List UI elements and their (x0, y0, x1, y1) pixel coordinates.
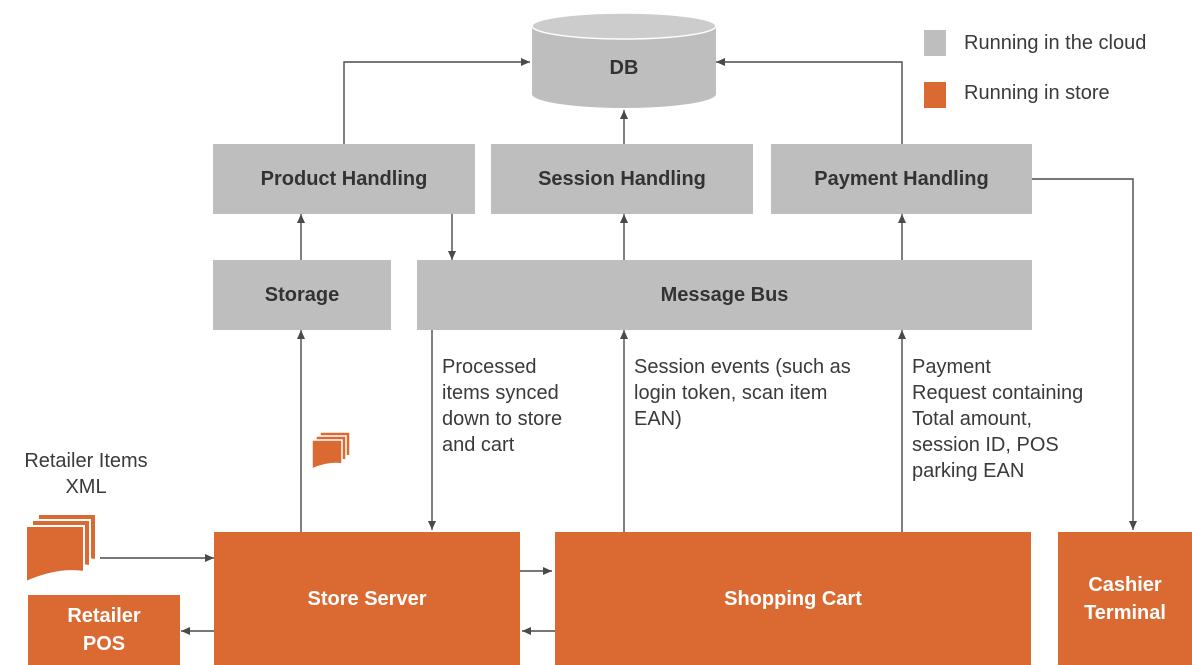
legend-cloud-swatch (924, 30, 946, 56)
payment-request-note: Payment Request containing Total amount,… (912, 356, 1084, 482)
legend-cloud-label: Running in the cloud (964, 32, 1147, 54)
cashier-terminal-box: Cashier Terminal (1058, 532, 1192, 665)
db-cylinder (532, 12, 716, 108)
storage-box: Storage (213, 260, 391, 330)
retailer-pos-box: Retailer POS (28, 595, 180, 665)
xml-document-stack-icon (25, 513, 97, 584)
db-label: DB (609, 56, 639, 79)
shopping-cart-box: Shopping Cart (555, 532, 1031, 665)
legend-store-label: Running in store (964, 82, 1110, 104)
payment-handling-box: Payment Handling (771, 144, 1032, 214)
session-events-note: Session events (such as login token, sca… (634, 356, 851, 430)
processed-items-note: Processed items synced down to store and… (442, 356, 563, 456)
document-stack-icon (311, 431, 351, 470)
message-bus-box: Message Bus (417, 260, 1032, 330)
session-handling-box: Session Handling (491, 144, 753, 214)
product-handling-box: Product Handling (213, 144, 475, 214)
store-server-box: Store Server (214, 532, 520, 665)
legend-store-swatch (924, 82, 946, 108)
retailer-items-label: Retailer Items XML (24, 450, 148, 498)
